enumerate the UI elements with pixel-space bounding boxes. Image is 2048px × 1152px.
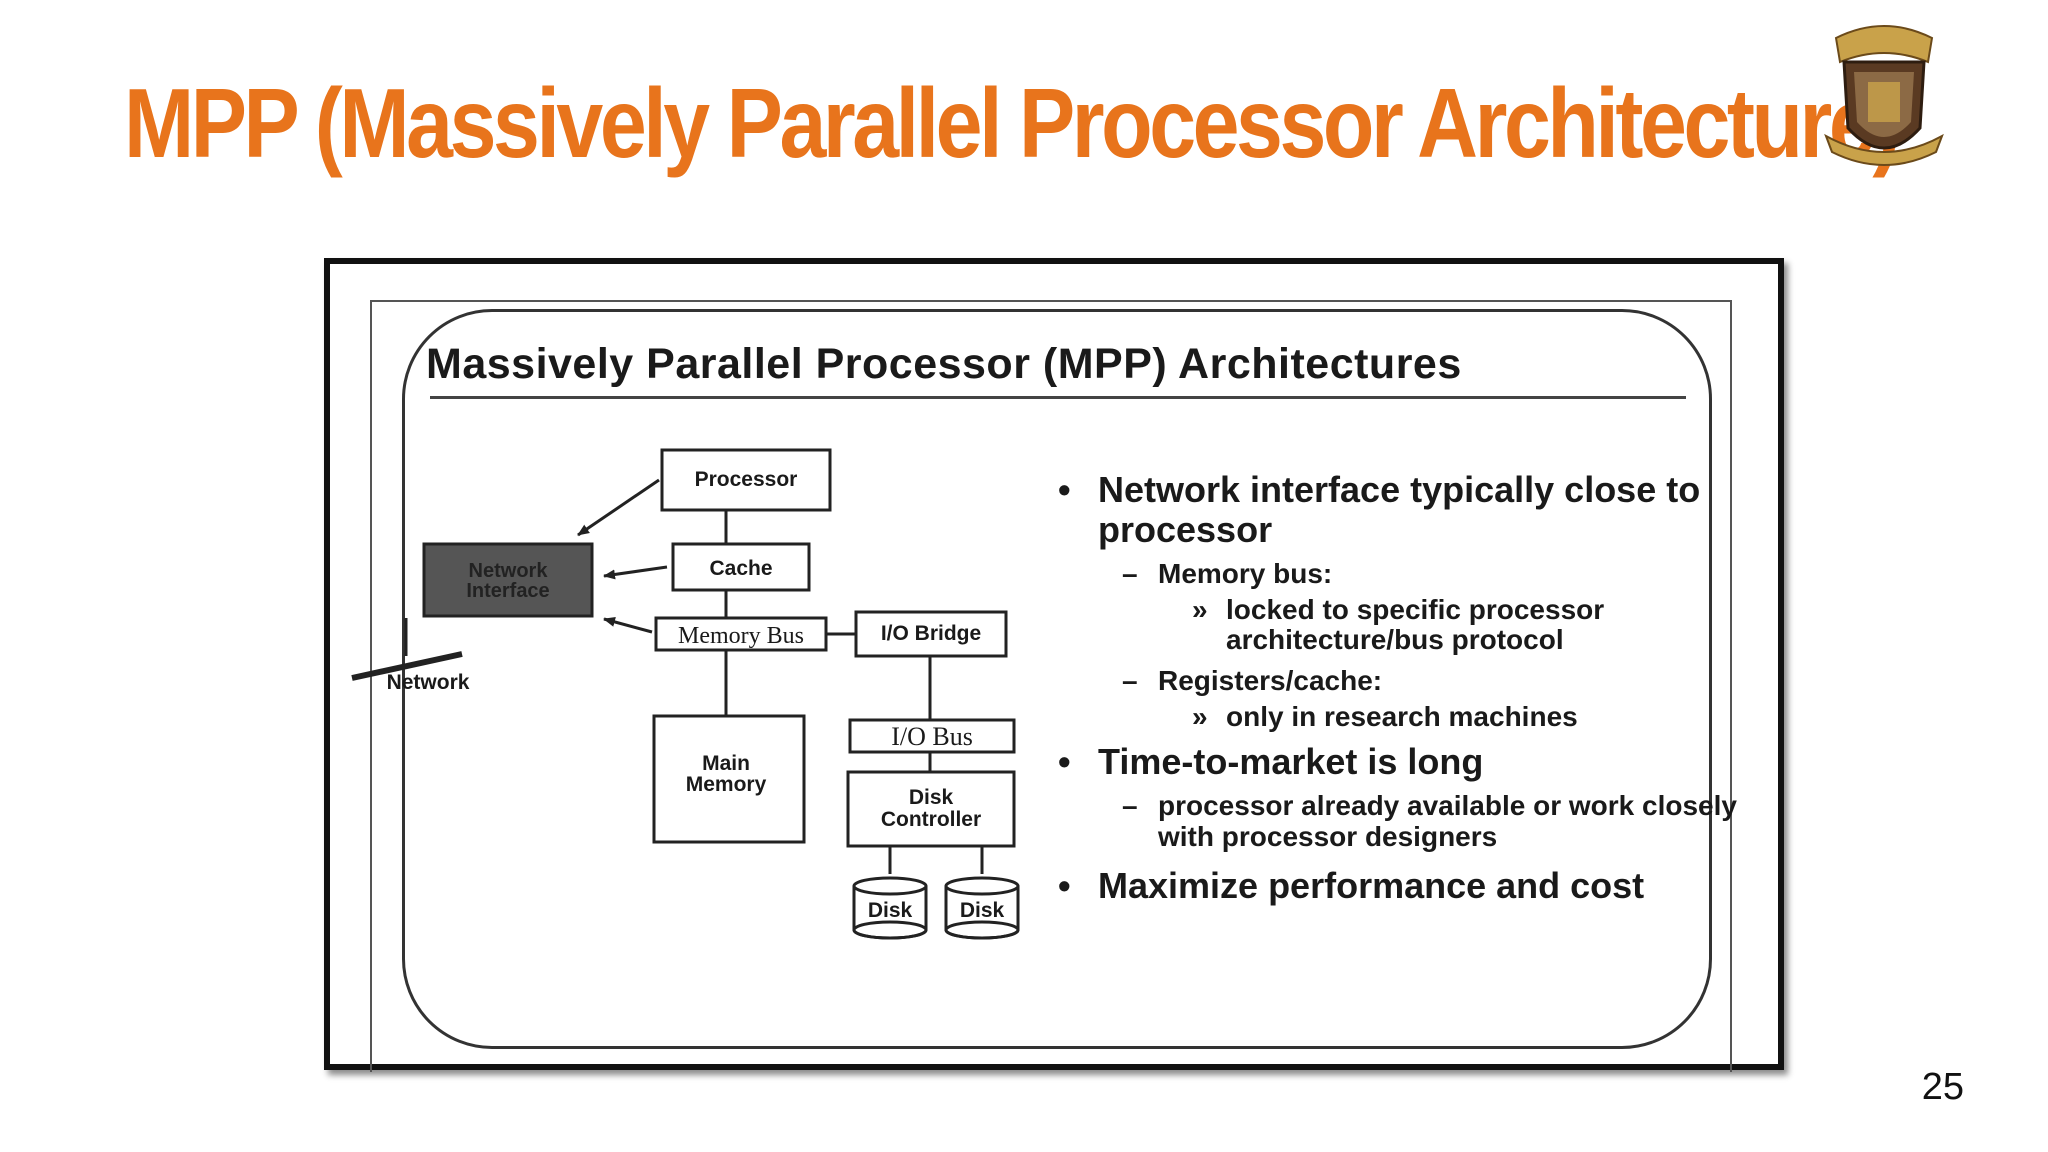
main-memory-label-2: Memory (686, 773, 767, 796)
bullet-network-interface: Network interface typically close to pro… (1058, 470, 1738, 550)
disk-2-icon (944, 876, 1020, 940)
bullet-time-to-market: Time-to-market is long (1058, 742, 1738, 783)
disk-controller-box (846, 770, 1016, 848)
io-bus-box (848, 718, 1016, 754)
main-memory-box (652, 714, 806, 844)
page-number: 25 (1921, 1066, 1964, 1108)
main-memory-label-1: Main (702, 752, 750, 775)
title-rule (430, 396, 1686, 399)
disk-controller-label-2: Controller (881, 808, 981, 831)
sub-sub-bullet-research: only in research machines (1058, 702, 1738, 733)
cache-label: Cache (709, 557, 772, 580)
sub-bullet-processor-available: processor already available or work clos… (1058, 790, 1738, 852)
network-label: Network (387, 671, 470, 694)
memory-bus-box (654, 616, 828, 652)
processor-label: Processor (695, 468, 798, 491)
disk-1-icon (852, 876, 928, 940)
university-crest-icon (1818, 18, 1950, 178)
sub-bullet-memory-bus: Memory bus: (1058, 558, 1738, 589)
sub-bullet-registers: Registers/cache: (1058, 665, 1738, 696)
io-bus-label: I/O Bus (891, 722, 973, 751)
disk-1-label: Disk (868, 899, 913, 922)
sub-sub-bullet-locked: locked to specific processor architectur… (1058, 595, 1738, 655)
processor-box (660, 448, 832, 512)
figure-title: Massively Parallel Processor (MPP) Archi… (426, 340, 1462, 388)
network-interface-label-2: Interface (466, 580, 549, 602)
mpp-architecture-figure: Massively Parallel Processor (MPP) Archi… (324, 258, 1784, 1072)
io-bridge-label: I/O Bridge (881, 622, 981, 645)
architecture-diagram: Processor Cache Network Interface Memory… (351, 448, 1020, 940)
bullet-list: Network interface typically close to pro… (1058, 470, 1738, 914)
memory-bus-label: Memory Bus (678, 623, 804, 649)
disk-2-label: Disk (960, 899, 1005, 922)
network-interface-label-1: Network (469, 560, 549, 582)
bullet-maximize-performance: Maximize performance and cost (1058, 866, 1738, 907)
io-bridge-box (854, 610, 1008, 658)
network-interface-box (422, 542, 594, 618)
cache-box (671, 542, 811, 592)
disk-controller-label-1: Disk (909, 786, 954, 809)
slide-title: MPP (Massively Parallel Processor Archit… (124, 68, 1900, 178)
